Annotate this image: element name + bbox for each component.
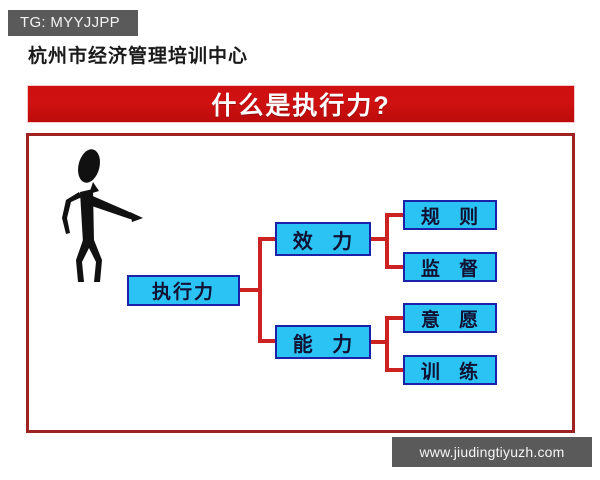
connector-arm-to-branch-1 [258,237,277,241]
connector-arm-to-leaf-1 [385,213,405,217]
connector-arm-to-leaf-3 [385,316,405,320]
connector-arm-to-branch-2 [258,339,277,343]
diagram-node-leaf-3: 意 愿 [403,303,497,333]
diagram-node-root: 执行力 [127,275,240,306]
connector-root-to-bracket [240,288,262,292]
slide-title-banner: 什么是执行力? [27,85,575,123]
connector-branch-1-vertical [385,213,389,269]
diagram-node-leaf-4: 训 练 [403,355,497,385]
diagram-node-leaf-2: 监 督 [403,252,497,282]
connector-branch-2-stub [370,340,388,344]
site-watermark: www.jiudingtiyuzh.com [392,437,592,467]
connector-branch-1-stub [370,237,388,241]
tg-watermark-badge: TG: MYYJJPP [8,10,138,36]
organization-title: 杭州市经济管理培训中心 [28,46,249,67]
connector-arm-to-leaf-2 [385,265,405,269]
connector-main-vertical [258,237,262,343]
connector-arm-to-leaf-4 [385,368,405,372]
slide-title-text: 什么是执行力? [211,92,391,120]
diagram-node-branch-1: 效 力 [275,222,371,256]
diagram-node-leaf-1: 规 则 [403,200,497,230]
connector-branch-2-vertical [385,316,389,372]
stick-figure-pointing-icon [62,149,143,282]
diagram-node-branch-2: 能 力 [275,325,371,359]
